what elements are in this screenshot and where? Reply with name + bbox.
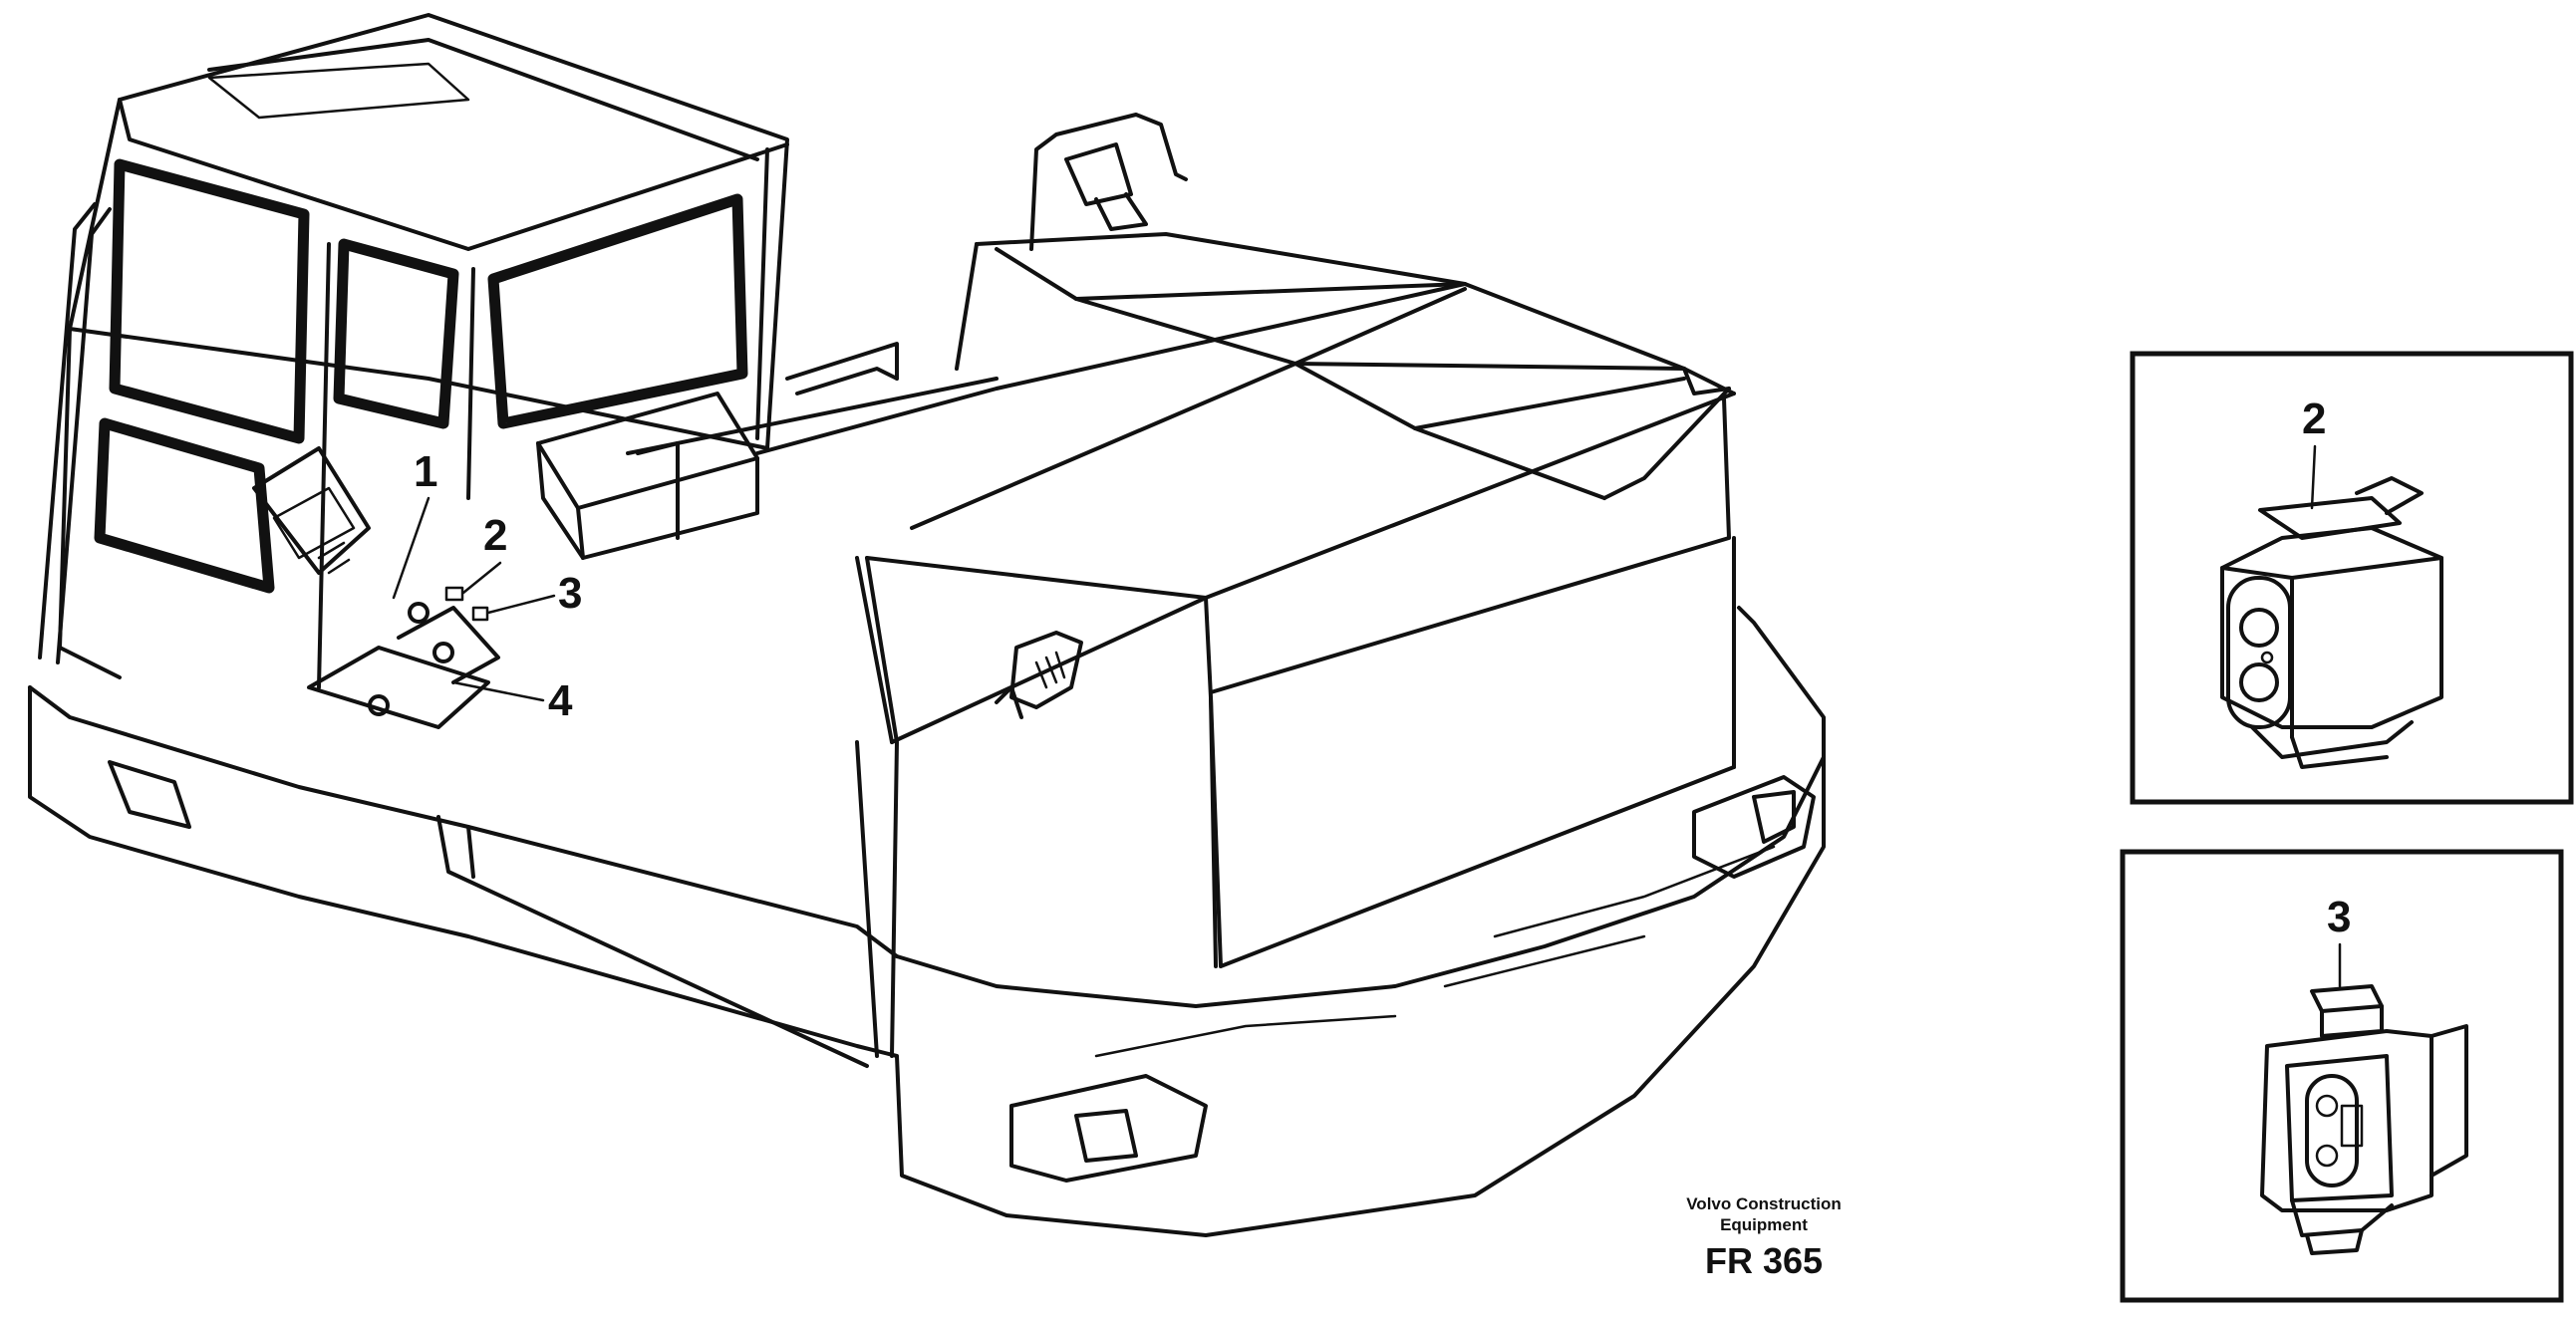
inset-2-label: 2 [2302, 395, 2326, 443]
callout-3: 3 [558, 569, 582, 618]
inset-3-label: 3 [2327, 893, 2351, 941]
brand-line-2: Equipment [1720, 1215, 1808, 1234]
brand-caption: Volvo Construction Equipment [1634, 1193, 1893, 1235]
figure-code: FR 365 [1704, 1240, 1824, 1281]
callout-1: 1 [414, 447, 437, 496]
brand-line-1: Volvo Construction [1686, 1194, 1842, 1213]
excavator-drawing [28, 13, 1826, 1237]
counterweight [28, 606, 1826, 1237]
callouts: 1 2 3 4 [392, 447, 582, 725]
cab [38, 13, 789, 689]
callout-4: 4 [548, 676, 573, 725]
console [252, 392, 759, 575]
bracket-assembly [307, 586, 500, 729]
callout-2: 2 [483, 511, 507, 560]
inset-connector-2: 2 [2130, 351, 2574, 805]
inset-connector-3: 3 [2120, 849, 2564, 1303]
engine-hood [626, 113, 1736, 1058]
